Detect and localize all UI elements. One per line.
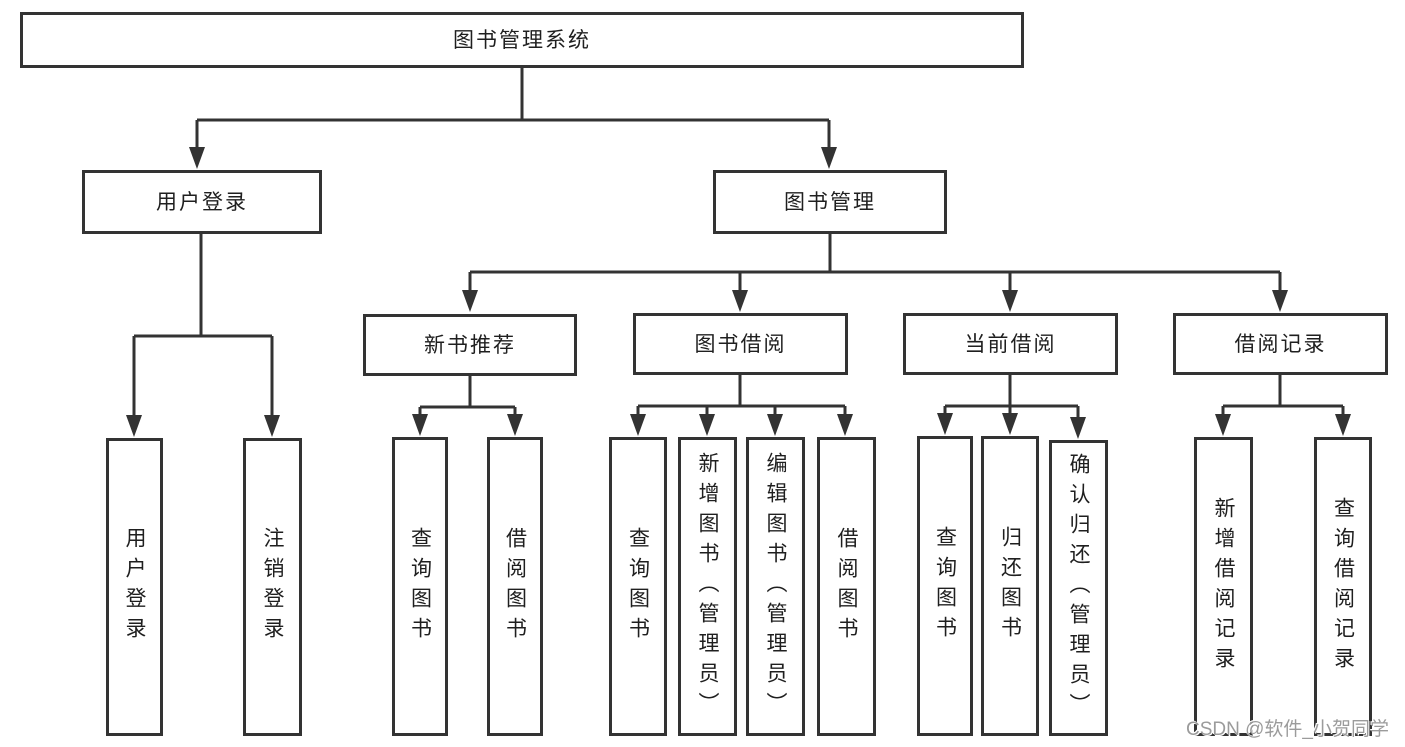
leaf-borrow-books-borrowing: 借阅图书 — [817, 437, 876, 736]
node-label: 新书推荐 — [424, 333, 516, 357]
leaf-return-books: 归还图书 — [981, 436, 1039, 736]
node-label: 当前借阅 — [964, 332, 1057, 356]
node-label: 查询图书 — [933, 526, 957, 646]
node-label: 用户登录 — [123, 527, 146, 647]
node-label: 查询借阅记录 — [1331, 496, 1355, 677]
leaf-query-books-newbooks: 查询图书 — [392, 437, 448, 736]
node-label: 注销登录 — [261, 527, 284, 647]
node-label: 图书借阅 — [694, 332, 787, 356]
node-book-management: 图书管理 — [713, 170, 947, 234]
node-borrowing-records: 借阅记录 — [1173, 313, 1388, 375]
node-label: 图书管理 — [784, 190, 876, 214]
leaf-add-borrow-record: 新增借阅记录 — [1194, 437, 1253, 736]
leaf-query-books-current: 查询图书 — [917, 436, 973, 736]
node-label: 编辑图书（管理员） — [764, 451, 787, 722]
node-library-management-system: 图书管理系统 — [20, 12, 1024, 68]
node-user-login: 用户登录 — [82, 170, 322, 234]
node-label: 借阅记录 — [1234, 332, 1327, 356]
node-label: 图书管理系统 — [453, 28, 591, 52]
leaf-logout: 注销登录 — [243, 438, 302, 736]
node-label: 借阅图书 — [835, 526, 858, 647]
arrowheads — [126, 147, 1351, 439]
node-label: 查询图书 — [408, 526, 432, 647]
leaf-borrow-books-newbooks: 借阅图书 — [487, 437, 543, 736]
leaf-query-borrow-record: 查询借阅记录 — [1314, 437, 1372, 736]
tree-edges — [132, 68, 1345, 420]
leaf-query-books-borrowing: 查询图书 — [609, 437, 667, 736]
node-label: 归还图书 — [998, 526, 1022, 646]
watermark: CSDN @软件_小贺同学 — [1186, 719, 1389, 740]
leaf-confirm-return-admin: 确认归还（管理员） — [1049, 440, 1108, 736]
node-label: 新增图书（管理员） — [696, 451, 719, 722]
node-book-borrowing: 图书借阅 — [633, 313, 848, 375]
node-label: 新增借阅记录 — [1212, 496, 1235, 677]
node-current-borrowing: 当前借阅 — [903, 313, 1118, 375]
node-label: 查询图书 — [626, 526, 650, 647]
leaf-user-login: 用户登录 — [106, 438, 163, 736]
node-label: 借阅图书 — [503, 526, 527, 647]
node-label: 确认归还（管理员） — [1067, 453, 1090, 723]
node-new-book-recommend: 新书推荐 — [363, 314, 577, 376]
leaf-edit-books-admin: 编辑图书（管理员） — [746, 437, 805, 736]
node-label: 用户登录 — [156, 190, 248, 214]
leaf-add-books-admin: 新增图书（管理员） — [678, 437, 737, 736]
